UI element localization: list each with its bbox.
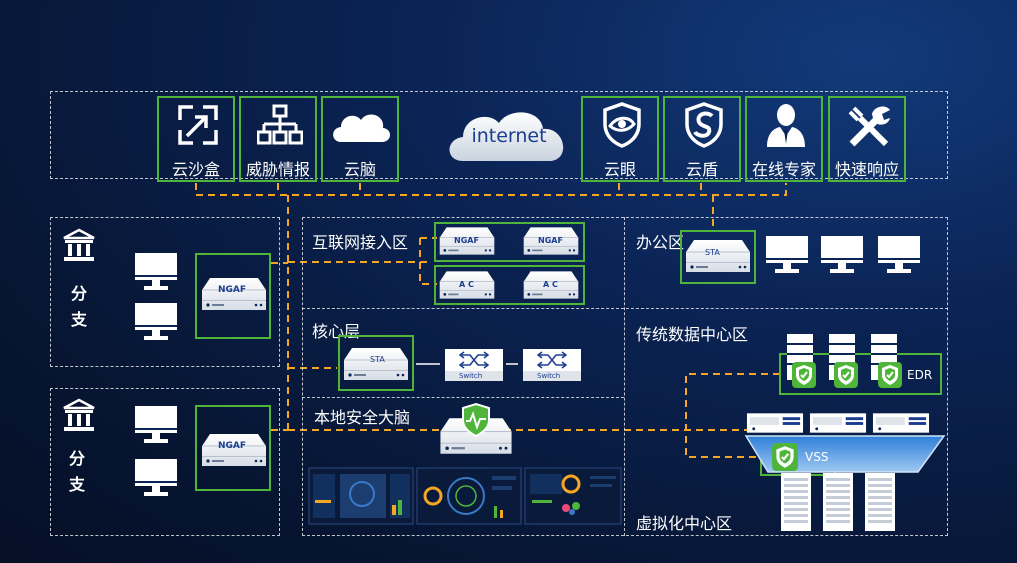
virtual-server-tower [823,473,853,531]
vss-shield-icon [772,443,798,471]
cloud-shield-tile: 云盾 [663,96,741,182]
expand-arrows-icon [178,105,218,145]
dashboard-thumbnails [308,467,622,525]
ngaf-pair-frame [434,222,585,262]
branch-1-monitor [135,303,177,340]
branch-1-ngaf-label: NGAF [218,285,247,295]
branch-1-monitor [135,253,177,290]
headquarters-area [302,217,948,536]
switch-label: Switch [537,372,561,380]
fast-response-label: 快速响应 [834,160,899,179]
virtual-host-device [746,413,804,433]
office-sta-frame [680,230,756,284]
tools-icon [848,106,890,147]
shield-eye-icon [603,102,641,148]
internet-cloud-icon [449,112,564,161]
online-expert-label: 在线专家 [751,160,816,179]
cloud-eye-label: 云眼 [603,160,636,179]
cloud-icon [333,114,391,142]
ac-label: A C [459,280,474,289]
cloud-sandbox-label: 云沙盒 [171,160,220,179]
edr-shield-icon [834,362,858,388]
branch-2-frame [195,405,271,491]
branch-1-frame [195,253,271,339]
branch-1-label-1: 分 [70,284,87,303]
core-sta-frame [338,335,414,391]
ngaf-label: NGAF [454,236,479,245]
core-sta-device [343,347,409,381]
person-icon [767,104,805,147]
cloud-services-area [50,91,948,179]
office-monitor [878,236,920,273]
core-sta-label: STA [370,355,385,364]
ac-label: A C [543,280,558,289]
vss-label: VSS [805,450,829,464]
cloud-shield-label: 云盾 [685,160,718,179]
ngaf-label: NGAF [538,236,563,245]
office-sta-label: STA [705,248,720,257]
switch-label: Switch [459,372,483,380]
zone-internet-access-label: 互联网接入区 [312,233,409,252]
org-chart-icon [257,104,303,145]
link-top-bus [195,183,787,196]
cloud-brain-tile: 云脑 [321,96,399,182]
office-monitor [821,236,863,273]
cloud-brain-label: 云脑 [343,160,376,179]
branch-2-label-2: 支 [68,475,85,494]
office-monitor [766,236,808,273]
cloud-eye-tile: 云眼 [581,96,659,182]
branch-2-monitor [135,406,177,443]
zone-divider-2 [302,397,624,398]
zone-virtual-dc-label: 虚拟化中心区 [636,514,733,533]
online-expert-tile: 在线专家 [745,96,823,182]
virtual-host-device [809,413,867,433]
edr-frame [779,353,942,395]
zone-traditional-dc-label: 传统数据中心区 [636,325,749,344]
branch-2-label-1: 分 [68,449,85,468]
branch-area-1 [50,217,280,367]
virtual-host-device [872,413,930,433]
branch-1-label-2: 支 [70,310,87,329]
bank-building-icon [63,398,95,431]
branch-area-2 [50,388,280,536]
internet-label: internet [471,125,547,147]
virtual-server-tower [781,473,811,531]
threat-intel-label: 威胁情报 [245,160,310,179]
zone-local-brain-label: 本地安全大脑 [314,408,411,427]
link-edr-vss [685,373,780,458]
cloud-sandbox-tile: 云沙盒 [157,96,235,182]
zone-office-label: 办公区 [636,233,685,252]
fast-response-tile: 快速响应 [828,96,906,182]
edr-shield-icon [792,362,816,388]
edr-shield-icon [878,362,902,388]
bank-building-icon [63,228,95,261]
zone-divider-1 [302,308,948,309]
brain-shield-icon [462,402,490,438]
branch-2-monitor [135,459,177,496]
zone-divider-vertical [624,217,625,536]
branch-2-ngaf-label: NGAF [218,441,247,451]
edr-label: EDR [907,368,933,382]
threat-intel-tile: 威胁情报 [239,96,317,182]
ac-pair-frame [434,265,585,305]
shield-s-icon [685,102,723,148]
virtual-server-tower [865,473,895,531]
